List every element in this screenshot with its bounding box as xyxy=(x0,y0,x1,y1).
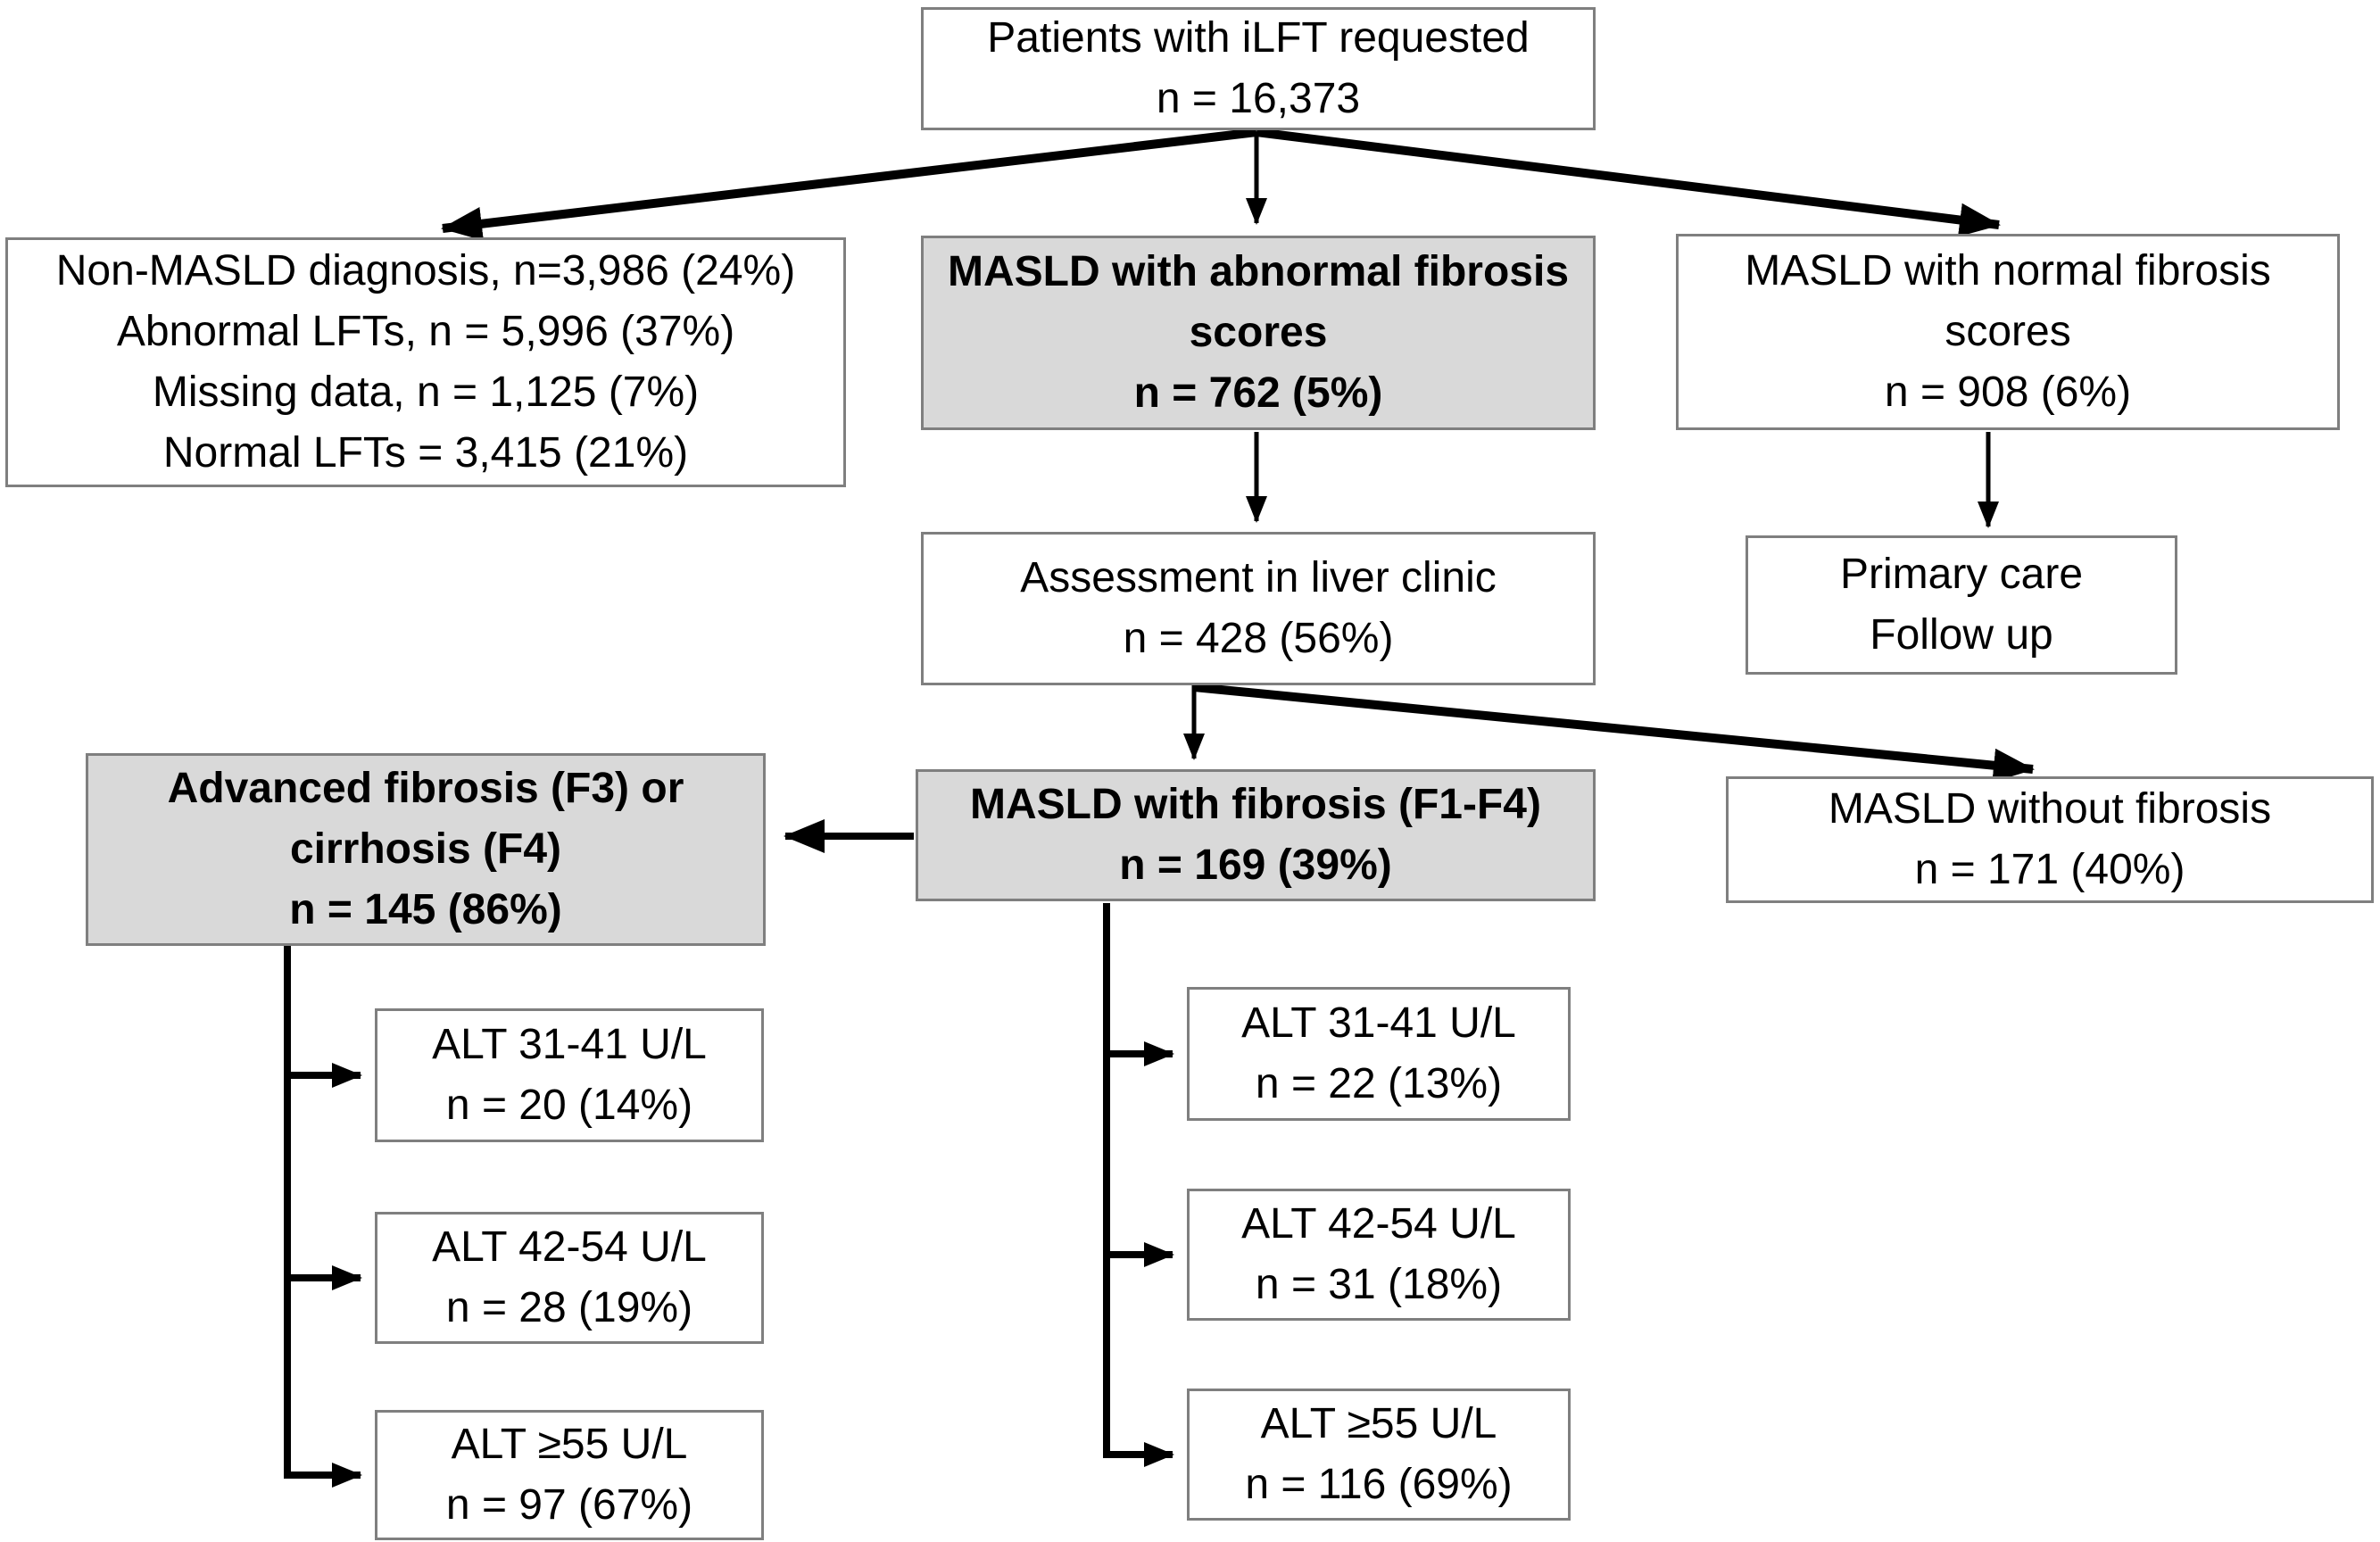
box-f1f4-alt-31-41: ALT 31-41 U/L n = 22 (13%) xyxy=(1187,987,1571,1121)
box-line: scores xyxy=(1189,308,1328,356)
box-line: Primary care xyxy=(1839,550,2084,598)
box-line: ALT 42-54 U/L xyxy=(432,1223,707,1271)
box-line: ALT 42-54 U/L xyxy=(1241,1199,1516,1248)
box-f1f4-alt-ge55: ALT ≥55 U/L n = 116 (69%) xyxy=(1187,1389,1571,1521)
box-line: Missing data, n = 1,125 (7%) xyxy=(152,369,700,416)
box-line: n = 171 (40%) xyxy=(1914,846,2185,893)
box-masld-normal-fibrosis-scores: MASLD with normal fibrosis scores n = 90… xyxy=(1676,234,2340,430)
box-line: Patients with iLFT requested xyxy=(987,13,1530,62)
box-line: Abnormal LFTs, n = 5,996 (37%) xyxy=(116,307,735,355)
box-line: Follow up xyxy=(1870,611,2053,659)
box-primary-care-follow-up: Primary care Follow up xyxy=(1746,535,2177,675)
box-line: ALT 31-41 U/L xyxy=(1241,999,1516,1047)
arrow-clinic-to-without-fibrosis xyxy=(1193,683,2035,783)
box-line: scores xyxy=(1945,307,2071,355)
box-line: Normal LFTs = 3,415 (21%) xyxy=(162,429,689,477)
box-advanced-alt-42-54: ALT 42-54 U/L n = 28 (19%) xyxy=(375,1212,764,1344)
box-line: n = 28 (19%) xyxy=(445,1284,693,1331)
box-line: ALT ≥55 U/L xyxy=(451,1420,688,1468)
box-line: n = 145 (86%) xyxy=(289,886,562,934)
box-masld-with-fibrosis-f1-f4: MASLD with fibrosis (F1-F4) n = 169 (39%… xyxy=(916,769,1596,901)
box-patients-ilft-requested: Patients with iLFT requested n = 16,373 xyxy=(921,7,1596,130)
box-masld-without-fibrosis: MASLD without fibrosis n = 171 (40%) xyxy=(1726,776,2374,903)
box-line: Advanced fibrosis (F3) or xyxy=(167,764,684,812)
box-line: n = 116 (69%) xyxy=(1245,1461,1513,1508)
arrow-root-to-excluded xyxy=(441,128,1257,241)
box-line: n = 20 (14%) xyxy=(445,1082,693,1129)
box-line: MASLD without fibrosis xyxy=(1828,784,2272,833)
box-advanced-alt-31-41: ALT 31-41 U/L n = 20 (14%) xyxy=(375,1008,764,1142)
box-line: n = 16,373 xyxy=(1156,75,1361,122)
box-excluded-patients: Non-MASLD diagnosis, n=3,986 (24%) Abnor… xyxy=(5,237,846,487)
box-line: MASLD with normal fibrosis xyxy=(1745,246,2271,294)
box-f1f4-alt-42-54: ALT 42-54 U/L n = 31 (18%) xyxy=(1187,1189,1571,1321)
box-line: n = 97 (67%) xyxy=(445,1481,693,1529)
box-advanced-fibrosis-cirrhosis: Advanced fibrosis (F3) or cirrhosis (F4)… xyxy=(86,753,766,946)
box-assessment-liver-clinic: Assessment in liver clinic n = 428 (56%) xyxy=(921,532,1596,685)
box-line: ALT 31-41 U/L xyxy=(432,1020,707,1068)
box-line: n = 22 (13%) xyxy=(1255,1060,1503,1107)
box-line: cirrhosis (F4) xyxy=(289,825,562,873)
box-line: n = 428 (56%) xyxy=(1123,615,1394,662)
box-line: n = 169 (39%) xyxy=(1119,841,1392,889)
box-line: MASLD with abnormal fibrosis xyxy=(947,247,1570,295)
box-line: n = 908 (6%) xyxy=(1884,369,2132,417)
box-masld-abnormal-fibrosis-scores: MASLD with abnormal fibrosis scores n = … xyxy=(921,236,1596,430)
box-line: n = 31 (18%) xyxy=(1255,1261,1503,1308)
arrow-root-to-normal-fibrosis xyxy=(1256,128,2001,237)
box-line: ALT ≥55 U/L xyxy=(1260,1399,1497,1447)
box-line: Non-MASLD diagnosis, n=3,986 (24%) xyxy=(55,246,796,294)
box-line: Assessment in liver clinic xyxy=(1020,553,1497,601)
box-line: n = 762 (5%) xyxy=(1133,369,1383,418)
box-advanced-alt-ge55: ALT ≥55 U/L n = 97 (67%) xyxy=(375,1410,764,1540)
box-line: MASLD with fibrosis (F1-F4) xyxy=(970,780,1541,828)
